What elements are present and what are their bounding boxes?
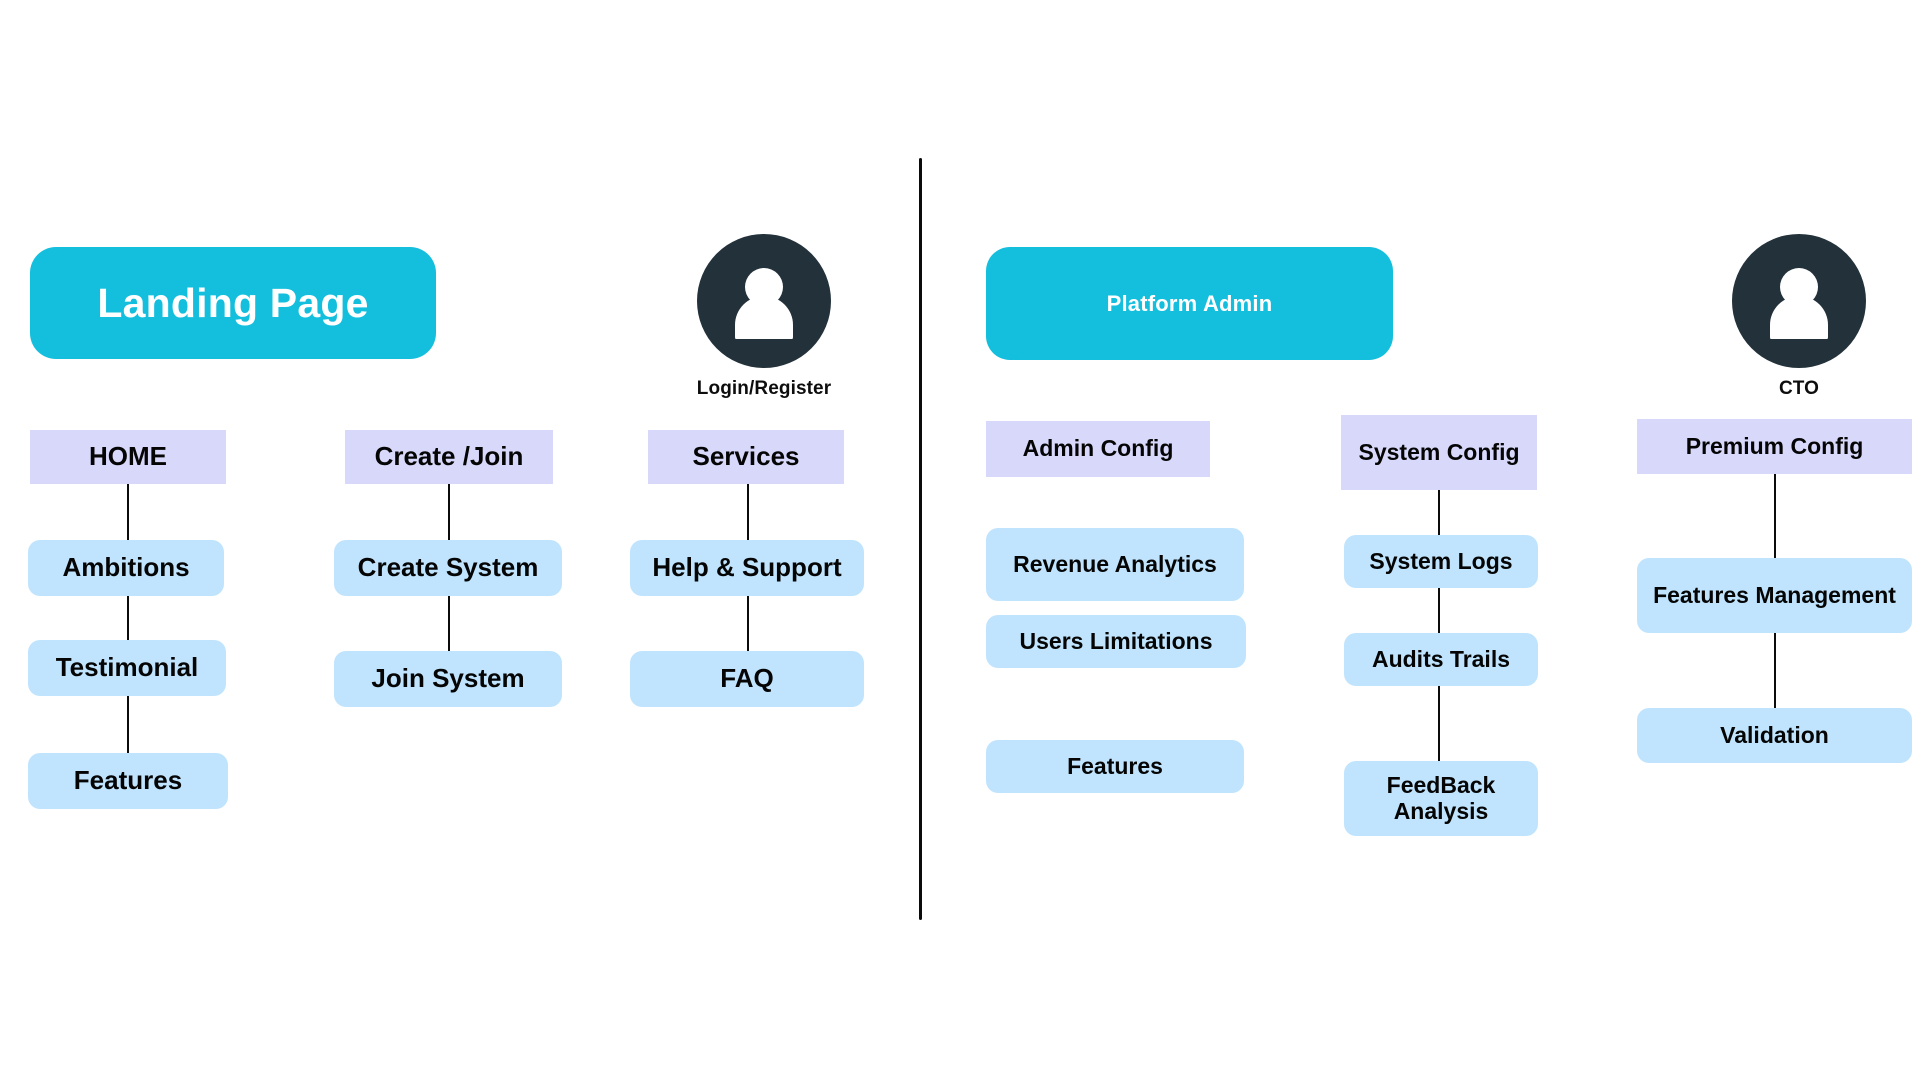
node-features-management-label: Features Management: [1653, 581, 1896, 608]
connector-createsystem-joinsystem: [448, 596, 450, 651]
cto-actor[interactable]: CTO: [1732, 234, 1866, 400]
node-ambitions-label: Ambitions: [62, 552, 190, 583]
node-help-support[interactable]: Help & Support: [630, 540, 864, 596]
node-audits-trails-label: Audits Trails: [1371, 645, 1511, 672]
node-system-config[interactable]: System Config: [1341, 415, 1537, 490]
platform-admin-header[interactable]: Platform Admin: [986, 247, 1393, 360]
node-join-system[interactable]: Join System: [334, 651, 562, 707]
node-create-join[interactable]: Create /Join: [345, 430, 553, 484]
node-create-join-label: Create /Join: [374, 441, 524, 472]
connector-systemlogs-auditstrails: [1438, 588, 1440, 633]
node-validation-label: Validation: [1720, 721, 1829, 748]
connector-systemconfig-systemlogs: [1438, 490, 1440, 535]
node-audits-trails[interactable]: Audits Trails: [1344, 633, 1538, 686]
user-avatar-icon: [697, 234, 831, 368]
node-admin-config-label: Admin Config: [1022, 435, 1174, 462]
node-testimonial[interactable]: Testimonial: [28, 640, 226, 696]
node-users-limitations[interactable]: Users Limitations: [986, 615, 1246, 668]
connector-testimonial-features: [127, 696, 129, 753]
user-avatar-icon: [1732, 234, 1866, 368]
node-home-label: HOME: [89, 441, 167, 472]
connector-auditstrails-feedbackanalysis: [1438, 686, 1440, 761]
node-system-config-label: System Config: [1358, 438, 1520, 465]
node-users-limitations-label: Users Limitations: [1019, 627, 1213, 654]
landing-page-header[interactable]: Landing Page: [30, 247, 436, 359]
node-features-left[interactable]: Features: [28, 753, 228, 809]
node-system-logs-label: System Logs: [1369, 547, 1513, 574]
node-faq-label: FAQ: [720, 663, 774, 694]
node-help-support-label: Help & Support: [652, 552, 842, 583]
node-features-admin-label: Features: [1067, 752, 1163, 779]
node-faq[interactable]: FAQ: [630, 651, 864, 707]
node-premium-config[interactable]: Premium Config: [1637, 419, 1912, 474]
node-create-system[interactable]: Create System: [334, 540, 562, 596]
node-admin-config[interactable]: Admin Config: [986, 421, 1210, 477]
connector-featuresmanagement-validation: [1774, 633, 1776, 708]
node-revenue-analytics-label: Revenue Analytics: [1013, 550, 1217, 577]
connector-createjoin-createsystem: [448, 484, 450, 540]
section-divider: [919, 158, 922, 920]
login-register-caption: Login/Register: [696, 378, 832, 399]
node-join-system-label: Join System: [371, 663, 525, 694]
node-premium-config-label: Premium Config: [1685, 432, 1864, 459]
connector-services-helpsupport: [747, 484, 749, 540]
node-services-label: Services: [692, 441, 800, 472]
node-services[interactable]: Services: [648, 430, 844, 484]
node-ambitions[interactable]: Ambitions: [28, 540, 224, 596]
node-system-logs[interactable]: System Logs: [1344, 535, 1538, 588]
node-features-left-label: Features: [73, 765, 183, 796]
connector-premiumconfig-featuresmanagement: [1774, 474, 1776, 558]
connector-ambitions-testimonial: [127, 596, 129, 640]
cto-caption: CTO: [1778, 378, 1820, 399]
node-features-admin[interactable]: Features: [986, 740, 1244, 793]
node-validation[interactable]: Validation: [1637, 708, 1912, 763]
node-feedback-analysis-label: FeedBack Analysis: [1386, 771, 1496, 824]
node-revenue-analytics[interactable]: Revenue Analytics: [986, 528, 1244, 601]
connector-helpsupport-faq: [747, 596, 749, 651]
node-home[interactable]: HOME: [30, 430, 226, 484]
node-testimonial-label: Testimonial: [55, 652, 199, 683]
node-features-management[interactable]: Features Management: [1637, 558, 1912, 633]
landing-page-header-label: Landing Page: [97, 279, 369, 326]
login-register-actor[interactable]: Login/Register: [697, 234, 831, 400]
node-create-system-label: Create System: [357, 552, 539, 583]
node-feedback-analysis[interactable]: FeedBack Analysis: [1344, 761, 1538, 836]
connector-home-ambitions: [127, 484, 129, 540]
platform-admin-header-label: Platform Admin: [1106, 290, 1273, 316]
